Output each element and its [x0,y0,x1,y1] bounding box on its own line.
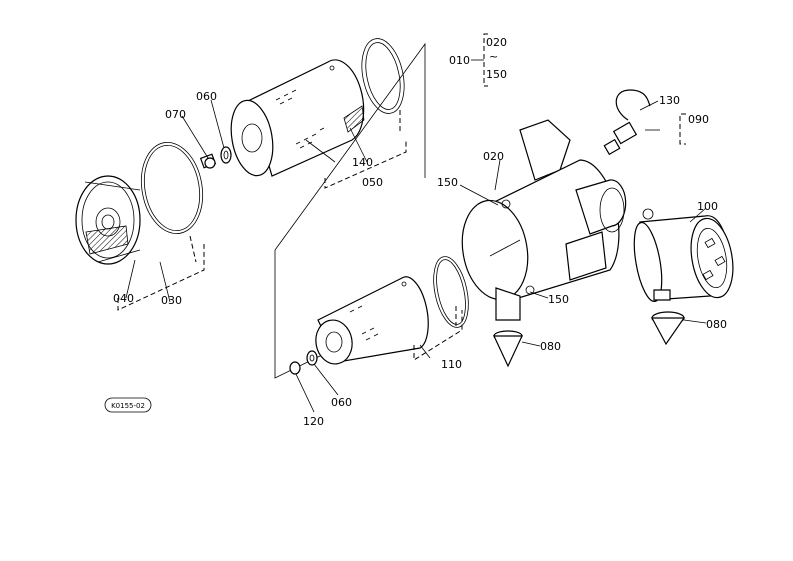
label-070: 070 [165,108,186,121]
leader-lines [125,59,707,413]
label-080-right: 080 [706,318,727,331]
pre-cleaner-100 [633,208,734,303]
washer-060-lower [306,350,318,366]
label-020-range: 020 [486,36,507,49]
front-cover-040 [75,175,141,265]
label-030: 030 [161,294,182,307]
reference-brackets [117,33,686,361]
o-ring-lower [433,256,469,328]
nut-120 [289,361,301,375]
label-110: 110 [441,358,462,371]
label-120: 120 [303,415,324,428]
label-060-lower: 060 [331,396,352,409]
label-020: 020 [483,150,504,163]
label-010: 010 [449,54,470,67]
label-150-lower: 150 [548,293,569,306]
label-080-mid: 080 [540,340,561,353]
label-060-upper: 060 [196,90,217,103]
label-040: 040 [113,292,134,305]
label-050: 050 [362,176,383,189]
label-100: 100 [697,200,718,213]
gasket-ring-030 [140,142,204,234]
label-140: 140 [352,156,373,169]
inner-filter-element-110 [315,276,429,365]
o-ring-140 [361,38,405,114]
indicator-130 [603,89,651,156]
dust-valve-080-right [650,311,686,346]
wing-nut-070 [199,153,217,169]
part-labels: 010 020 ~ 150 130 090 020 150 150 100 08… [113,36,727,428]
label-range-tilde: ~ [489,50,498,63]
label-150-range: 150 [486,68,507,81]
drawing-code: K0155-02 [111,402,145,410]
air-cleaner-housing-020 [461,119,627,301]
dust-valve-080-mid [493,287,523,368]
outer-filter-element-050 [230,59,365,177]
label-150-upper: 150 [437,176,458,189]
label-090: 090 [688,113,709,126]
washer-060-upper [220,146,232,164]
label-130: 130 [659,94,680,107]
drawing-code-badge: K0155-02 [104,397,152,413]
